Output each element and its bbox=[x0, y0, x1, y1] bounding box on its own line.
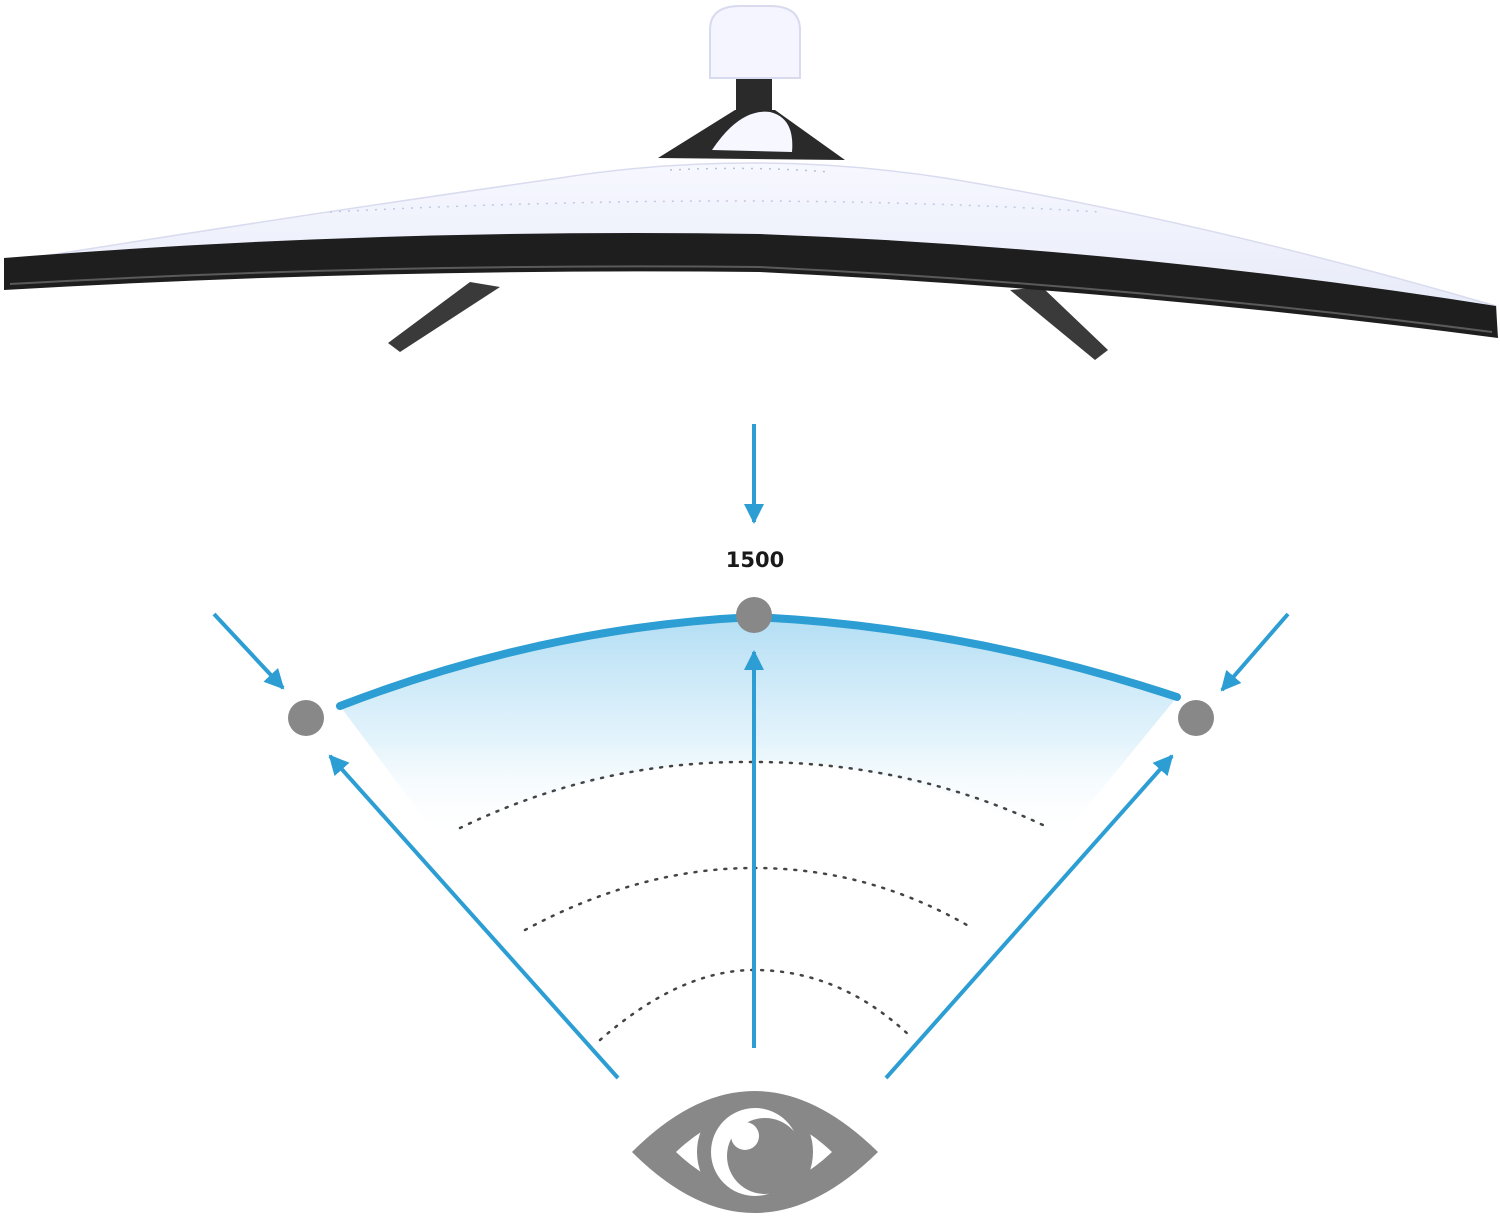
stand-leg-left bbox=[388, 282, 500, 352]
viewpoint-marker-right bbox=[1178, 700, 1214, 736]
stand-leg-right bbox=[1010, 287, 1108, 360]
bezel-highlight bbox=[9, 265, 1493, 333]
viewpoint-marker-center bbox=[736, 597, 772, 633]
sight-line-right bbox=[884, 754, 1174, 1080]
corner-arrow-right bbox=[1220, 612, 1290, 692]
distance-arc-2 bbox=[523, 866, 974, 932]
viewpoint-marker-left bbox=[288, 700, 324, 736]
stand-top bbox=[709, 5, 801, 79]
distance-arc-1 bbox=[458, 760, 1047, 830]
vent-row-1 bbox=[669, 167, 831, 173]
monitor-bezel bbox=[4, 233, 1498, 338]
sight-line-left bbox=[328, 754, 620, 1080]
stand-hinge bbox=[712, 111, 793, 152]
eye-icon bbox=[632, 1091, 878, 1213]
curved-monitor bbox=[4, 5, 1498, 360]
corner-arrow-left bbox=[212, 612, 285, 690]
field-of-view-fill bbox=[340, 617, 1177, 840]
vent-row-2 bbox=[329, 200, 1101, 213]
stand-column bbox=[736, 78, 772, 118]
curvature-label: 1500 bbox=[725, 548, 785, 572]
